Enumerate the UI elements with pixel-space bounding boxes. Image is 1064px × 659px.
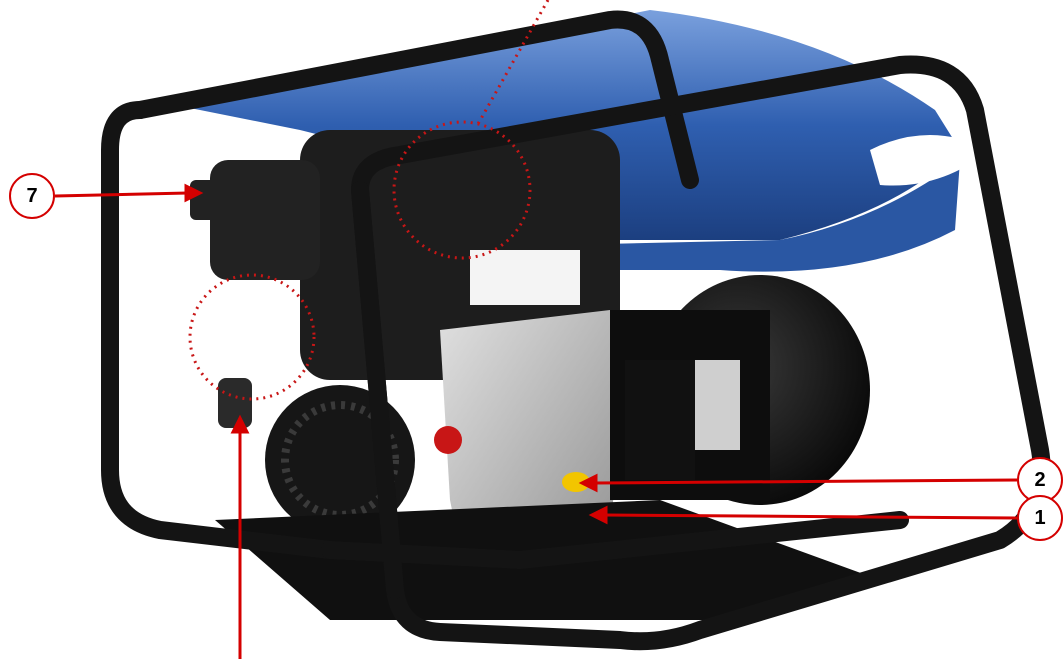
oil-fill-cap: [562, 472, 590, 492]
arrow-2: [578, 473, 1018, 493]
fuel-valve-knob: [434, 426, 462, 454]
recoil-highlight-circle: [188, 273, 316, 401]
callout-1: 1: [1017, 495, 1063, 541]
dotted-leader-line: [476, 0, 550, 125]
callout-7: 7: [9, 173, 55, 219]
cover-cutout-shape: [870, 135, 990, 186]
recoil-start-handle: [218, 378, 252, 428]
warning-label: [470, 250, 580, 305]
arrow-recoil: [230, 414, 250, 659]
air-filter-housing: [210, 160, 320, 280]
alternator-label: [695, 360, 740, 450]
engine-fan-grille: [281, 401, 399, 519]
arrow-1: [588, 505, 1018, 525]
choke-lever: [190, 180, 230, 220]
tank-highlight-circle: [392, 120, 532, 260]
arrow-7: [54, 183, 204, 203]
control-box: [625, 360, 695, 480]
